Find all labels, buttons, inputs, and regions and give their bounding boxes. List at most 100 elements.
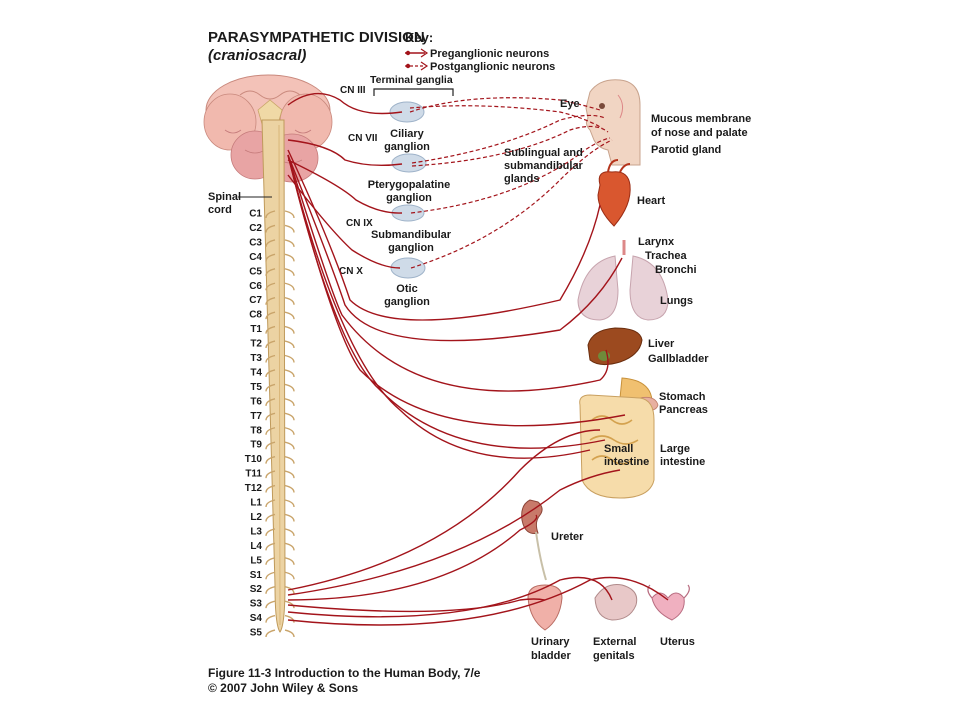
rootlet-t7-l xyxy=(265,412,276,421)
segment-label-l4: L4 xyxy=(250,541,262,552)
segment-label-t12: T12 xyxy=(245,483,263,494)
cn-iii-label: CN III xyxy=(340,85,366,96)
rootlet-l2-r xyxy=(284,513,295,522)
rootlet-t11-l xyxy=(265,470,276,479)
rootlet-t7-r xyxy=(284,412,295,421)
rootlet-s2-l xyxy=(265,586,276,594)
submandibular-label-2: ganglion xyxy=(388,242,434,254)
pterygopalatine-label-1: Pterygopalatine xyxy=(368,179,451,191)
pancreas-label: Pancreas xyxy=(659,404,708,416)
rootlet-s3-l xyxy=(265,600,276,609)
rootlet-s5-l xyxy=(265,629,276,638)
gallbladder-label: Gallbladder xyxy=(648,353,709,365)
rootlet-s1-l xyxy=(265,571,276,580)
rootlet-l4-l xyxy=(265,542,276,551)
rootlet-l3-l xyxy=(265,528,276,536)
rootlet-t8-r xyxy=(284,427,295,435)
rootlet-t3-l xyxy=(265,354,276,363)
rootlet-t9-l xyxy=(265,441,276,450)
segment-label-l1: L1 xyxy=(250,498,262,509)
rootlet-c1-l xyxy=(265,210,276,219)
segment-label-l5: L5 xyxy=(250,555,262,566)
segment-label-s2: S2 xyxy=(250,584,263,595)
spinal-cord-label-2: cord xyxy=(208,204,232,216)
urinary-bladder-label-2: bladder xyxy=(531,650,571,662)
segment-label-t9: T9 xyxy=(250,440,262,451)
segment-label-l2: L2 xyxy=(250,512,262,523)
key-preganglionic: Preganglionic neurons xyxy=(430,48,549,60)
rootlet-c2-r xyxy=(284,224,295,233)
terminal-ganglia-bracket xyxy=(373,88,454,96)
rootlet-c6-r xyxy=(284,282,295,291)
rootlet-t2-r xyxy=(284,340,295,349)
rootlet-c3-l xyxy=(265,239,276,247)
rootlet-l2-l xyxy=(265,513,276,522)
segment-label-c2: C2 xyxy=(249,223,262,234)
segment-label-t4: T4 xyxy=(250,367,262,378)
rootlet-t12-l xyxy=(265,484,276,493)
sublingual-label-3: glands xyxy=(504,173,539,185)
bronchi-label: Bronchi xyxy=(655,264,697,276)
spinal-nerve-roots xyxy=(265,210,295,638)
segment-label-s3: S3 xyxy=(250,599,263,610)
segment-label-t7: T7 xyxy=(250,411,262,422)
rootlet-c8-r xyxy=(284,311,295,320)
heart-label: Heart xyxy=(637,195,665,207)
trachea-label: Trachea xyxy=(645,250,687,262)
caption-line1: Figure 11-3 Introduction to the Human Bo… xyxy=(208,666,481,680)
large-intestine-label-2: intestine xyxy=(660,456,705,468)
segment-label-t5: T5 xyxy=(250,382,262,393)
rootlet-t9-r xyxy=(284,441,295,450)
rootlet-s3-r xyxy=(284,600,295,609)
cn-vii-label: CN VII xyxy=(348,133,378,144)
segment-label-s4: S4 xyxy=(250,613,263,624)
parotid-label: Parotid gland xyxy=(651,144,721,156)
mucous-label-2: of nose and palate xyxy=(651,127,748,139)
rootlet-l5-r xyxy=(284,557,295,565)
segment-label-s1: S1 xyxy=(250,570,263,581)
cn-ix-label: CN IX xyxy=(346,218,373,229)
mucous-label-1: Mucous membrane xyxy=(651,113,751,125)
segment-label-t10: T10 xyxy=(245,454,263,465)
segment-label-c5: C5 xyxy=(249,266,262,277)
rootlet-t10-l xyxy=(265,455,276,464)
segment-label-t11: T11 xyxy=(245,469,262,480)
rootlet-t12-r xyxy=(284,484,295,493)
sublingual-label-2: submandibular xyxy=(504,160,584,172)
rootlet-l1-l xyxy=(265,499,276,508)
ciliary-label-1: Ciliary xyxy=(390,128,425,140)
segment-labels: C1C2C3C4C5C6C7C8T1T2T3T4T5T6T7T8T9T10T11… xyxy=(245,209,263,639)
small-intestine-label-2: intestine xyxy=(604,456,649,468)
spinal-cord xyxy=(261,119,286,633)
segment-label-t6: T6 xyxy=(250,396,262,407)
terminal-ganglia-label: Terminal ganglia xyxy=(370,74,453,86)
cn-x-label: CN X xyxy=(339,266,363,277)
segment-label-s5: S5 xyxy=(250,628,263,639)
segment-label-c7: C7 xyxy=(249,295,262,306)
pterygopalatine-label-2: ganglion xyxy=(386,192,432,204)
rootlet-c2-l xyxy=(265,224,276,233)
segment-label-c3: C3 xyxy=(249,237,262,248)
title-line1: PARASYMPATHETIC DIVISION xyxy=(208,29,425,46)
rootlet-c5-l xyxy=(265,268,276,276)
bladder-icon xyxy=(527,584,563,631)
rootlet-t3-r xyxy=(284,354,295,363)
heart-icon xyxy=(597,159,631,227)
segment-label-t3: T3 xyxy=(250,353,262,364)
rootlet-c5-r xyxy=(284,268,295,276)
otic-label-1: Otic xyxy=(396,283,417,295)
key-heading: Key: xyxy=(405,30,433,45)
digestive-organs-icon xyxy=(579,377,659,499)
caption-line2: © 2007 John Wiley & Sons xyxy=(208,681,358,695)
uterus-icon xyxy=(647,584,690,621)
key-preganglionic-symbol xyxy=(405,48,429,58)
segment-label-t1: T1 xyxy=(250,324,262,335)
rootlet-c3-r xyxy=(284,239,295,247)
rootlet-l3-r xyxy=(284,528,295,536)
large-intestine-label-1: Large xyxy=(660,443,690,455)
rootlet-t8-l xyxy=(265,427,276,435)
kidney-icon xyxy=(521,499,547,581)
rootlet-t6-r xyxy=(284,398,295,406)
lungs-label: Lungs xyxy=(660,295,693,307)
